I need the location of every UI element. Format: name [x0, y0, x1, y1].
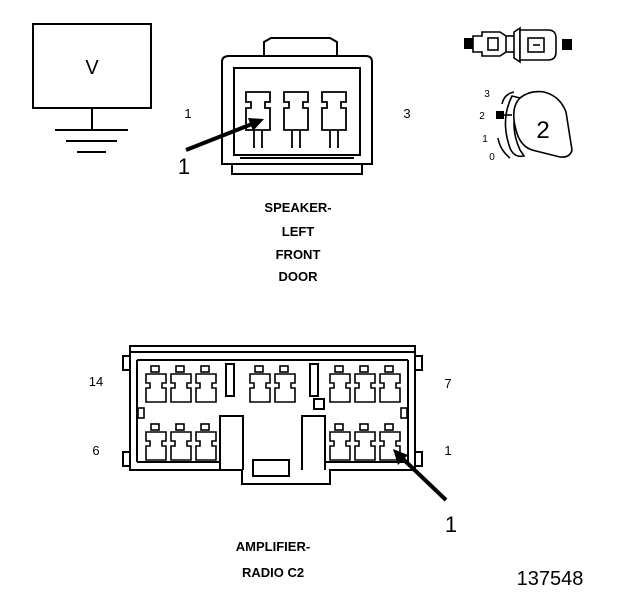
amplifier-pin-6-label: 6	[92, 443, 99, 458]
probe-callout-number: 2	[536, 117, 549, 144]
figure-number: 137548	[517, 568, 584, 590]
speaker-caption-line-4: DOOR	[279, 269, 319, 284]
probe-scale-1: 1	[482, 134, 488, 145]
speaker-pin-1-label: 1	[184, 106, 191, 121]
amplifier-caption-line-1: AMPLIFIER-	[236, 539, 310, 554]
amplifier-pin-7-label: 7	[444, 376, 451, 391]
amplifier-pin-14-label: 14	[89, 374, 103, 389]
amplifier-connector	[122, 345, 448, 502]
amplifier-top-cavities	[145, 365, 401, 403]
speaker-connector	[185, 37, 373, 175]
speaker-caption-line-3: FRONT	[276, 247, 321, 262]
amplifier-callout-arrow	[393, 449, 448, 502]
speaker-caption-line-2: LEFT	[282, 224, 315, 239]
ground-icon	[55, 108, 128, 153]
voltmeter-symbol: V	[85, 57, 99, 79]
amplifier-bottom-cavities	[137, 407, 408, 461]
voltmeter: V	[32, 23, 152, 153]
amplifier-caption-line-2: RADIO C2	[242, 565, 304, 580]
voltmeter-box	[32, 23, 152, 109]
speaker-pin-3-label: 3	[403, 106, 410, 121]
probe-scale-2: 2	[479, 111, 485, 122]
probe-scale-3: 3	[484, 89, 490, 100]
probe-inset	[464, 26, 573, 159]
amplifier-callout-number: 1	[445, 512, 457, 537]
speaker-callout-number: 1	[178, 154, 190, 179]
speaker-callout-arrow	[185, 118, 264, 152]
probe-scale-0: 0	[489, 152, 495, 163]
speaker-caption-line-1: SPEAKER-	[264, 200, 331, 215]
amplifier-pin-1-label: 1	[444, 443, 451, 458]
